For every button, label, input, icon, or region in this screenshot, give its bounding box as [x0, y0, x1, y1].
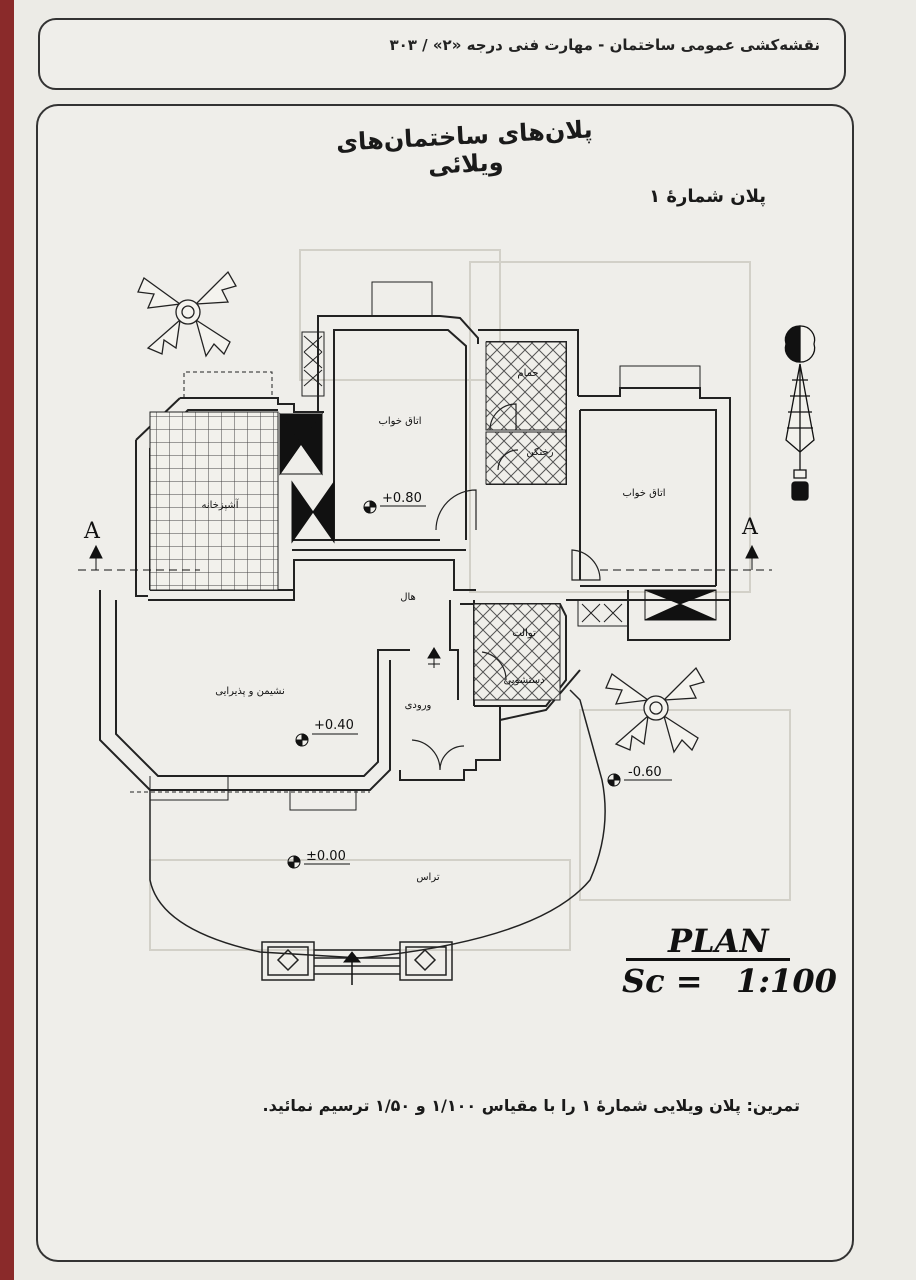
label-kitchen: آشپزخانه — [201, 498, 239, 511]
label-bathroom: حمام — [517, 368, 538, 379]
label-entrance: ورودی — [405, 700, 432, 711]
level-terrace: ±0.00 — [306, 849, 346, 864]
entry-arrow-icon — [342, 951, 362, 985]
plan-subtitle: پلان شمارهٔ ۱ — [649, 186, 766, 207]
exercise-text: تمرین: پلان ویلایی شمارهٔ ۱ را با مقیاس … — [262, 1096, 800, 1115]
doors — [411, 403, 601, 771]
scale-rule — [626, 958, 790, 961]
laundry-floor — [485, 431, 567, 485]
header-text: نقشه‌کشی عمومی ساختمان - مهارت فنی درجه … — [389, 36, 820, 54]
level-bedroom: +0.80 — [382, 491, 422, 506]
toilet-floor — [473, 603, 561, 701]
plant-icon — [605, 666, 705, 754]
bathroom-floor — [485, 341, 567, 431]
label-living: نشیمن و پذیرایی — [215, 686, 285, 697]
entrance-arrow-icon — [427, 647, 441, 668]
windows — [99, 281, 701, 811]
kitchen-floor — [149, 411, 279, 591]
structural-columns — [279, 412, 717, 621]
label-hall: هال — [400, 592, 416, 603]
section-label-right: A — [741, 515, 759, 540]
label-toilet: توالت — [512, 628, 536, 639]
level-marker-icons — [287, 500, 672, 869]
terrace-planters — [261, 941, 453, 981]
label-terrace: تراس — [416, 872, 440, 883]
plant-icon — [137, 270, 237, 358]
level-living: +0.40 — [314, 718, 354, 733]
level-yard: -0.60 — [628, 765, 662, 780]
page-header: نقشه‌کشی عمومی ساختمان - مهارت فنی درجه … — [38, 18, 846, 90]
section-line-A — [78, 544, 772, 571]
label-laundry: رختکن — [526, 447, 553, 458]
pillar-crosses — [301, 331, 629, 627]
section-label-left: A — [83, 519, 101, 544]
scale-text: Sc = 1:100 — [622, 962, 837, 1000]
north-arrow-icon — [784, 325, 816, 501]
content-frame — [36, 104, 854, 1262]
scale-title: PLAN — [668, 922, 769, 960]
label-bedroom-2: اتاق خواب — [622, 488, 665, 499]
label-bedroom-1: اتاق خواب — [378, 416, 421, 427]
terrace-outline — [149, 689, 606, 959]
label-washroom: دستشویی — [503, 675, 544, 686]
